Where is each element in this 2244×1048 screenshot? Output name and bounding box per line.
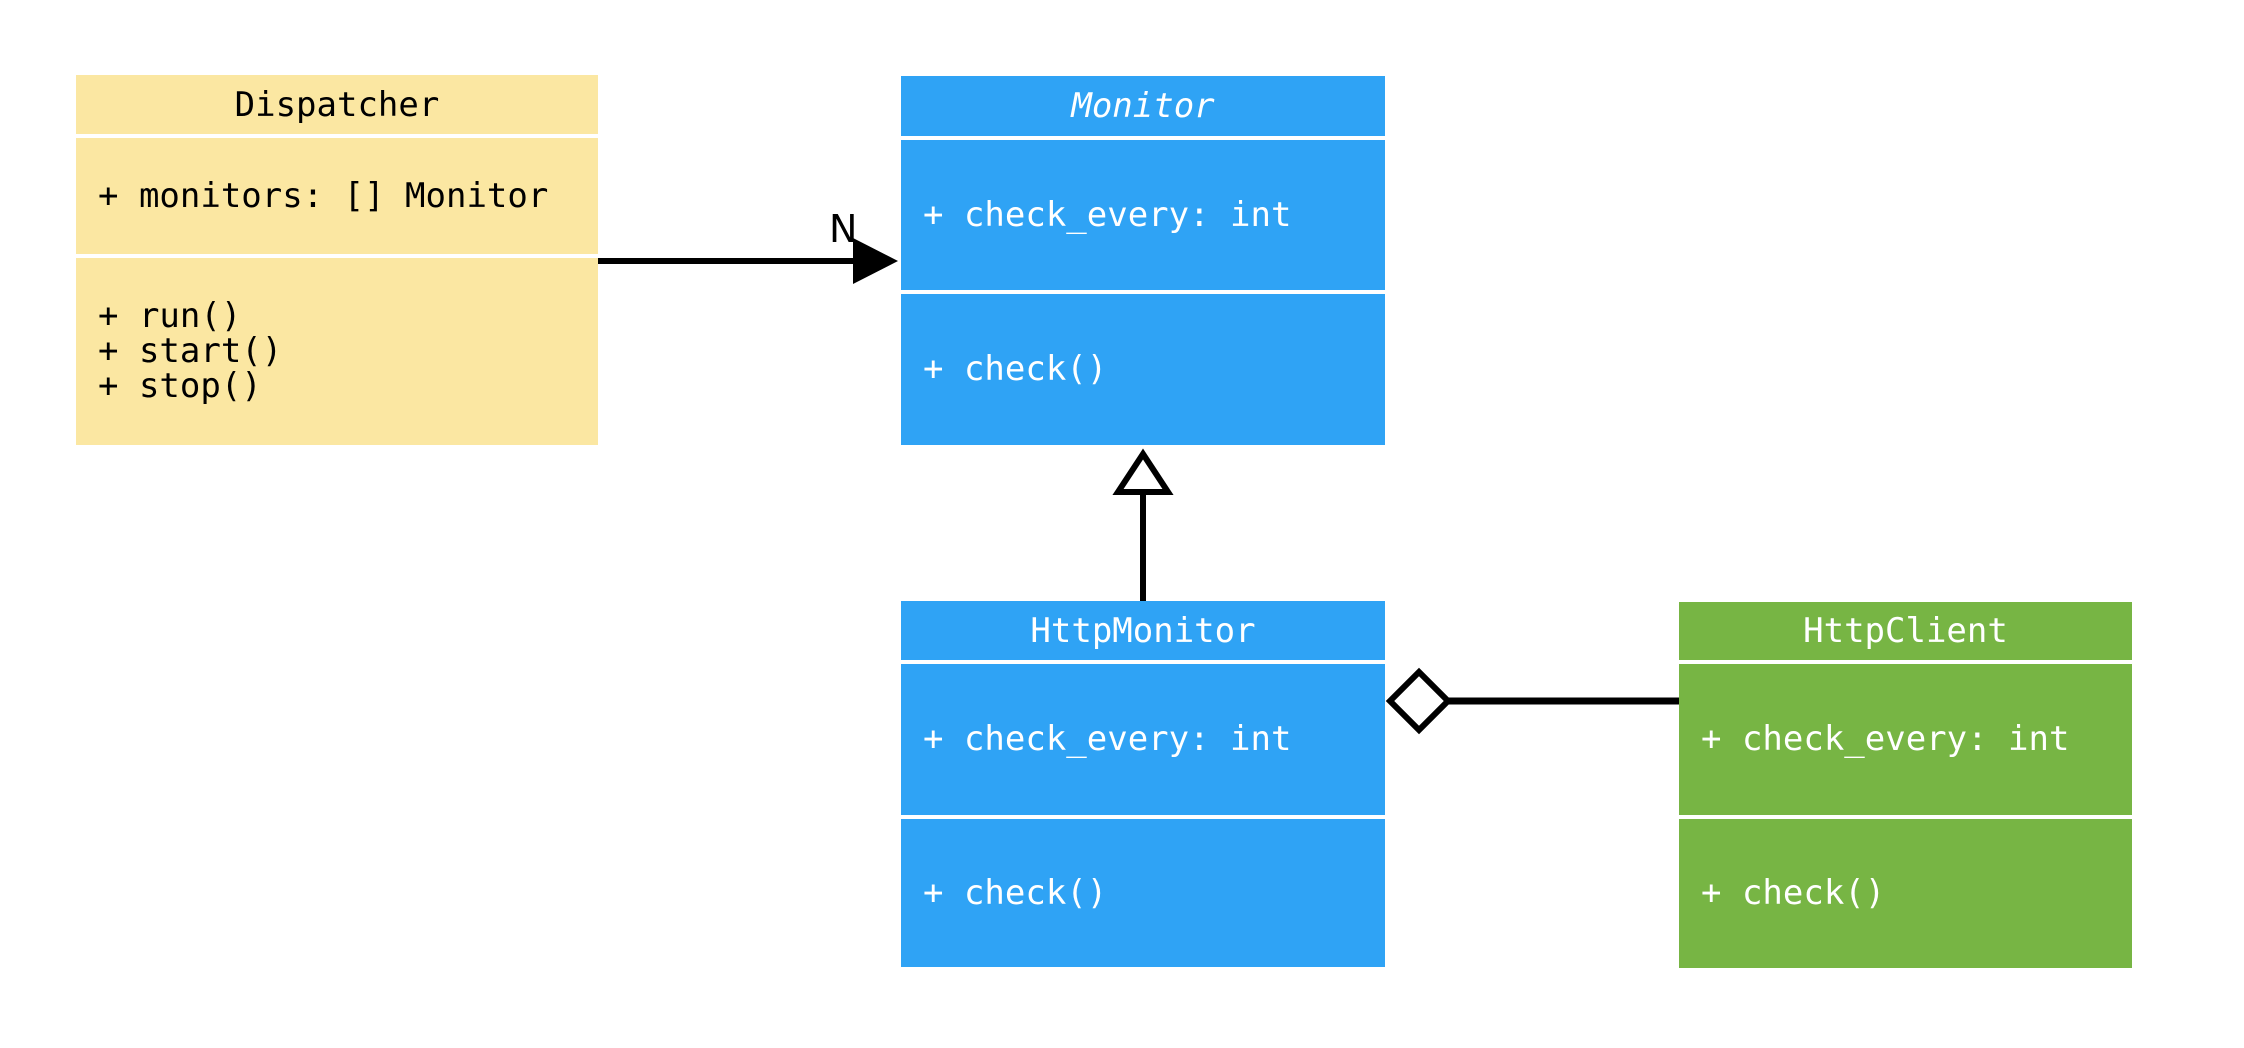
class-method: + check() (923, 349, 1108, 389)
class-attributes-section: + check_every: int (901, 664, 1385, 815)
class-title-dispatcher: Dispatcher (76, 75, 598, 134)
class-attribute: + check_every: int (923, 194, 1292, 235)
class-title-httpmonitor: HttpMonitor (901, 601, 1385, 660)
class-methods-section: + check() (1679, 819, 2132, 968)
hollow-diamond-icon (1385, 667, 1453, 735)
class-node-monitor: Monitor + check_every: int + check() (901, 76, 1385, 445)
class-attributes-section: + check_every: int (1679, 664, 2132, 815)
class-method: + stop() (98, 366, 262, 406)
inheritance-edge-httpmonitor-monitor (1112, 448, 1174, 601)
class-methods-section: + run() + start() + stop() (76, 258, 598, 445)
class-title-httpclient: HttpClient (1679, 602, 2132, 660)
class-method: + start() (98, 331, 283, 371)
class-methods-section: + check() (901, 294, 1385, 445)
aggregation-edge-httpmonitor-httpclient (1385, 667, 1679, 735)
class-attribute: + check_every: int (923, 719, 1292, 759)
class-method: + check() (923, 872, 1108, 913)
arrowhead-icon (853, 238, 898, 284)
class-node-httpclient: HttpClient + check_every: int + check() (1679, 602, 2132, 968)
class-method: + run() (98, 296, 242, 336)
hollow-triangle-icon (1112, 448, 1174, 495)
class-methods-section: + check() (901, 819, 1385, 967)
class-node-httpmonitor: HttpMonitor + check_every: int + check() (901, 601, 1385, 967)
class-node-dispatcher: Dispatcher + monitors: [] Monitor + run(… (76, 75, 598, 445)
multiplicity-label: N (829, 207, 858, 251)
class-attribute: + check_every: int (1701, 719, 2070, 759)
class-attributes-section: + monitors: [] Monitor (76, 138, 598, 254)
class-attributes-section: + check_every: int (901, 140, 1385, 290)
class-title-monitor: Monitor (901, 76, 1385, 136)
class-attribute: + monitors: [] Monitor (98, 175, 549, 216)
class-method: + check() (1701, 873, 1886, 913)
